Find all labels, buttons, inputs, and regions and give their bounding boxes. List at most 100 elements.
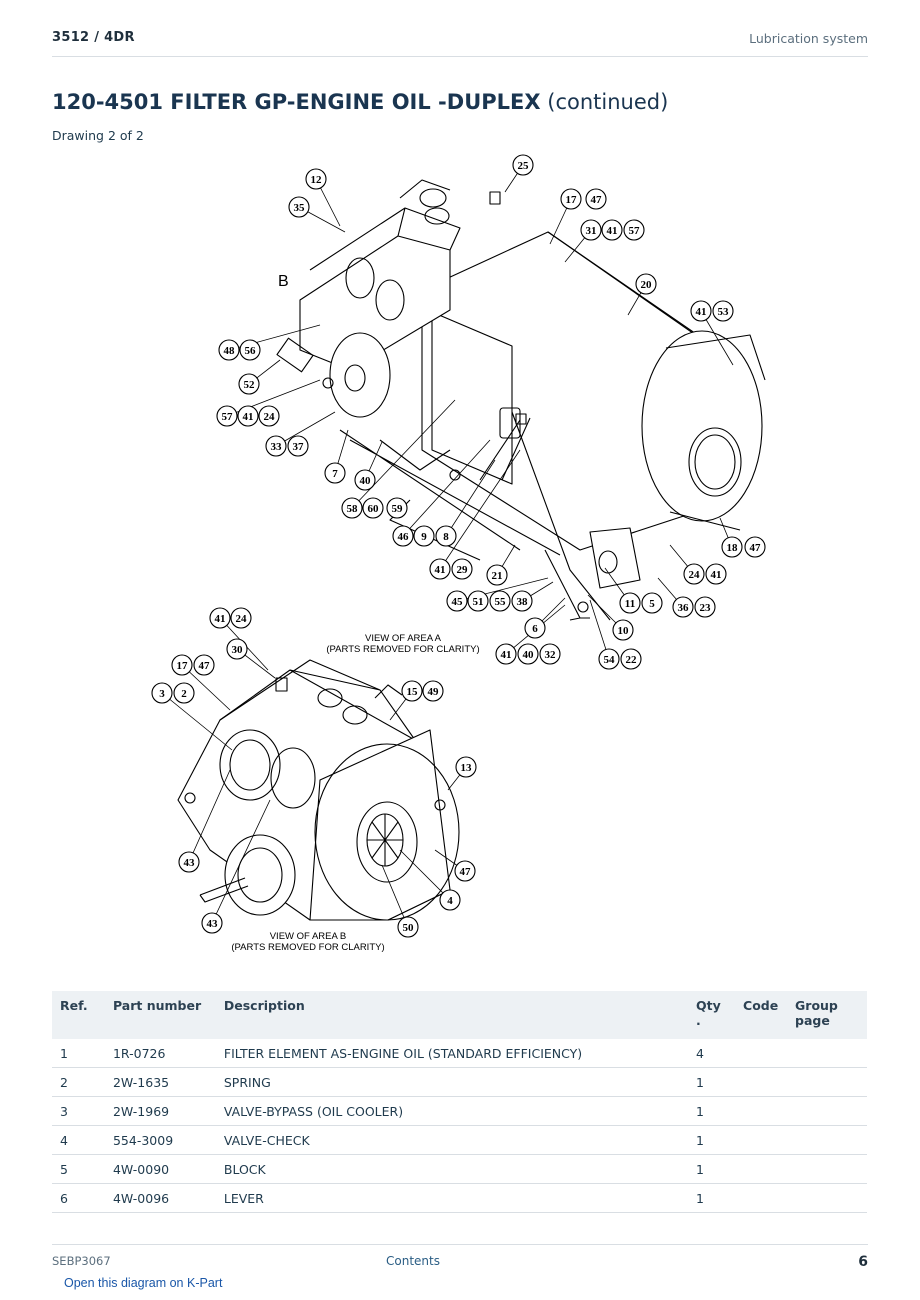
- cell-code: [735, 1096, 788, 1126]
- view-a-note: (PARTS REMOVED FOR CLARITY): [326, 644, 479, 655]
- callout-35: 35: [288, 196, 310, 218]
- callout-number: 10: [618, 625, 630, 637]
- header-group-page: Group page: [787, 991, 867, 1039]
- callout-number: 33: [271, 441, 283, 453]
- callout-50: 50: [397, 916, 419, 938]
- callout-number: 47: [199, 660, 211, 672]
- table-row: 4 554-3009 VALVE-CHECK 1: [52, 1125, 867, 1155]
- callout-31: 31: [580, 219, 602, 241]
- callout-10: 10: [612, 619, 634, 641]
- cell-group-page: [787, 1125, 867, 1155]
- contents-link[interactable]: Contents: [386, 1254, 440, 1268]
- callout-number: 32: [545, 649, 557, 661]
- cell-group-page: [787, 1183, 867, 1213]
- callout-number: 29: [457, 564, 469, 576]
- leader-line: [211, 799, 271, 924]
- callout-number: 23: [700, 602, 712, 614]
- title-suffix: (continued): [547, 90, 669, 114]
- callout-25: 25: [512, 154, 534, 176]
- callout-number: 41: [607, 225, 618, 237]
- header-ref: Ref.: [52, 991, 105, 1039]
- cell-code: [735, 1183, 788, 1213]
- callout-number: 3: [159, 688, 165, 700]
- callout-number: 17: [177, 660, 189, 672]
- callout-number: 41: [696, 306, 707, 318]
- page-number: 6: [858, 1254, 868, 1270]
- callout-54: 54: [598, 648, 620, 670]
- leader-line: [402, 439, 491, 537]
- parts-diagram: B VIEW OF AREA A (PARTS REMOVED FOR CLAR…: [150, 150, 780, 960]
- callout-47: 47: [193, 654, 215, 676]
- cell-code: [735, 1154, 788, 1184]
- drawing-note: Drawing 2 of 2: [52, 128, 144, 143]
- cell-part-number: 4W-0090: [104, 1154, 216, 1184]
- callout-18: 18: [721, 536, 743, 558]
- table-row: 3 2W-1969 VALVE-BYPASS (OIL COOLER) 1: [52, 1096, 867, 1126]
- callout-2: 2: [173, 682, 195, 704]
- callout-number: 6: [532, 623, 538, 635]
- callout-56: 56: [239, 339, 261, 361]
- view-a-title: VIEW OF AREA A: [365, 633, 442, 644]
- cell-ref: 6: [52, 1183, 105, 1213]
- leader-line: [439, 449, 521, 570]
- callout-49: 49: [422, 680, 444, 702]
- leader-line: [181, 664, 231, 711]
- leader-line: [351, 399, 456, 509]
- callout-41: 41: [237, 405, 259, 427]
- leader-line: [445, 459, 496, 537]
- callout-number: 21: [492, 570, 503, 582]
- callout-53: 53: [712, 300, 734, 322]
- section-label: Lubrication system: [749, 31, 868, 46]
- cell-part-number: 554-3009: [104, 1125, 216, 1155]
- leader-line: [381, 864, 409, 928]
- cell-qty: 1: [688, 1125, 736, 1155]
- callout-41: 41: [429, 558, 451, 580]
- callout-number: 35: [294, 202, 306, 214]
- diagram-labels: B VIEW OF AREA A (PARTS REMOVED FOR CLAR…: [231, 273, 479, 953]
- callout-55: 55: [489, 590, 511, 612]
- callout-43: 43: [178, 851, 200, 873]
- callout-20: 20: [635, 273, 657, 295]
- leader-line: [275, 411, 336, 447]
- callout-number: 24: [264, 411, 276, 423]
- callout-24: 24: [683, 563, 705, 585]
- callout-46: 46: [392, 525, 414, 547]
- cell-description: LEVER: [215, 1183, 689, 1213]
- cell-qty: 1: [688, 1154, 736, 1184]
- callout-number: 15: [407, 686, 419, 698]
- cell-qty: 4: [688, 1039, 736, 1068]
- callout-number: 40: [523, 649, 535, 661]
- callout-number: 50: [403, 922, 415, 934]
- cell-group-page: [787, 1096, 867, 1126]
- callout-51: 51: [467, 590, 489, 612]
- cell-qty: 1: [688, 1183, 736, 1213]
- callout-40: 40: [354, 469, 376, 491]
- callout-24: 24: [230, 607, 252, 629]
- callout-number: 37: [293, 441, 305, 453]
- callout-41: 41: [209, 607, 231, 629]
- callout-number: 24: [236, 613, 248, 625]
- callout-number: 43: [184, 857, 196, 869]
- cell-ref: 5: [52, 1154, 105, 1184]
- callout-number: 49: [428, 686, 440, 698]
- table-row: 1 1R-0726 FILTER ELEMENT AS-ENGINE OIL (…: [52, 1039, 867, 1068]
- callout-number: 2: [181, 688, 187, 700]
- callout-13: 13: [455, 756, 477, 778]
- callout-37: 37: [287, 435, 309, 457]
- callout-number: 4: [447, 895, 453, 907]
- open-in-kpart-link[interactable]: Open this diagram on K-Part: [64, 1276, 223, 1290]
- callout-30: 30: [226, 638, 248, 660]
- callout-23: 23: [694, 596, 716, 618]
- cell-ref: 2: [52, 1067, 105, 1097]
- callout-17: 17: [560, 188, 582, 210]
- cell-group-page: [787, 1154, 867, 1184]
- table-row: 6 4W-0096 LEVER 1: [52, 1183, 867, 1213]
- callout-40: 40: [517, 643, 539, 665]
- model-label: 3512 / 4DR: [52, 30, 135, 45]
- callout-38: 38: [511, 590, 533, 612]
- header-part-number: Part number: [104, 991, 216, 1039]
- callout-number: 18: [727, 542, 739, 554]
- callout-number: 8: [443, 531, 449, 543]
- cell-description: SPRING: [215, 1067, 689, 1097]
- callout-number: 5: [649, 598, 655, 610]
